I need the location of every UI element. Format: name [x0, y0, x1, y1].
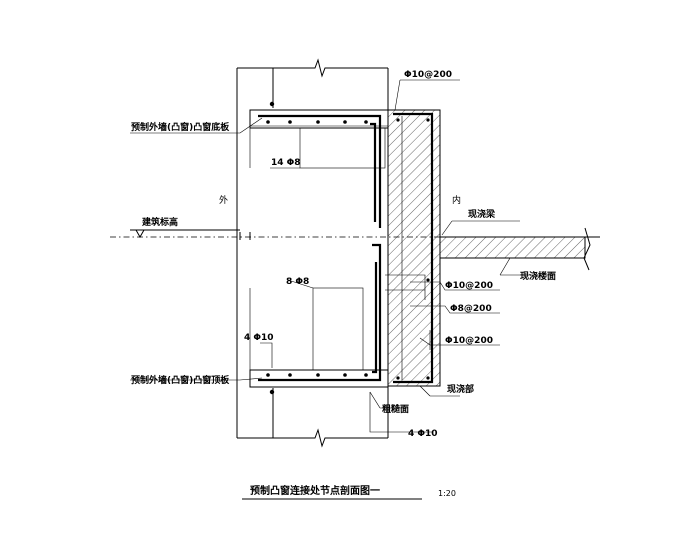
- title-text: 预制凸窗连接处节点剖面图一: [250, 484, 380, 497]
- label-bar-r2: Φ8@200: [450, 304, 492, 314]
- label-cast-part: 现浇部: [447, 383, 474, 395]
- label-cast-slab: 现浇楼面: [520, 270, 556, 282]
- label-top-bar: Φ10@200: [404, 70, 452, 80]
- label-bottom-rebar: 4 Φ10: [408, 429, 438, 439]
- label-outside: 外: [219, 194, 228, 206]
- rebar-dots: [266, 101, 430, 395]
- label-lower-rebar: 4 Φ10: [244, 333, 274, 343]
- label-rough-face: 粗糙面: [382, 403, 409, 415]
- title-scale: 1:20: [438, 489, 456, 498]
- label-bar-r3: Φ10@200: [445, 336, 493, 346]
- label-bar-r1: Φ10@200: [445, 281, 493, 291]
- wall-outline: [236, 58, 389, 448]
- cast-in-place-concrete: [387, 109, 600, 387]
- label-inside: 内: [452, 194, 461, 206]
- label-mid-rebar: 8 Φ8: [286, 277, 309, 287]
- label-building-elev: 建筑标高: [142, 216, 178, 228]
- label-upper-rebar: 14 Φ8: [271, 158, 301, 168]
- leader-lines: [130, 79, 555, 433]
- label-lower-slab: 预制外墙(凸窗)凸窗顶板: [131, 374, 230, 386]
- rebar: [258, 112, 434, 384]
- label-cast-beam: 现浇梁: [468, 208, 496, 220]
- label-upper-slab: 预制外墙(凸窗)凸窗底板: [131, 121, 230, 133]
- drawing-title: 预制凸窗连接处节点剖面图一 1:20: [242, 484, 456, 500]
